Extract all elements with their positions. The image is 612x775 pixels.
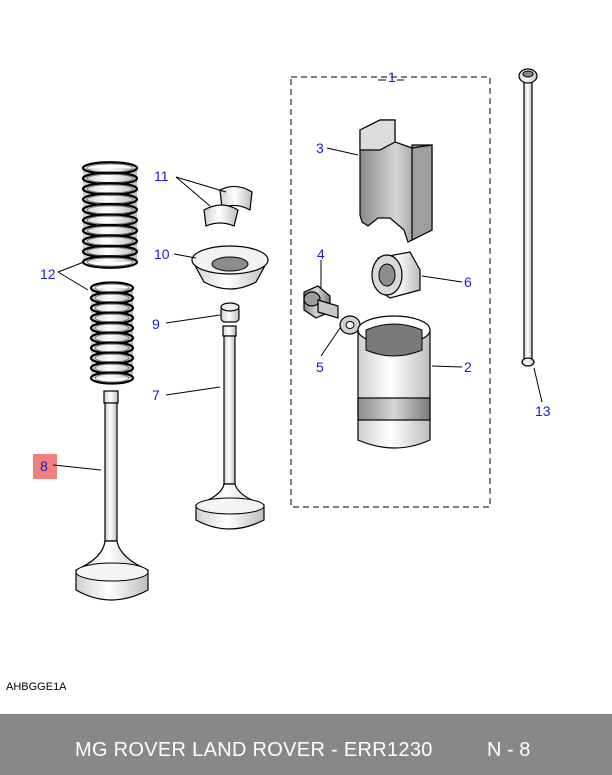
callout-2: 2 [464,359,472,375]
footer-bar [0,714,612,775]
callout-3: 3 [316,140,324,156]
footer-page-ref: N - 8 [487,739,531,761]
callouts: 1 2 3 4 5 6 7 8 9 10 11 12 13 [40,69,551,474]
valve-short [195,325,265,530]
valve-stem-seal [220,302,240,323]
callout-10: 10 [154,246,170,262]
tappet-body [357,315,431,449]
leader-lines [52,79,543,471]
exploded-parts-diagram: 1 2 3 4 5 6 7 8 9 10 11 12 13 [33,68,551,601]
roller [371,251,421,299]
sealing-washer [339,315,361,335]
kit-box-outline [290,76,491,508]
callout-11: 11 [154,168,169,184]
push-rod [518,68,538,367]
callout-1: 1 [388,69,396,85]
callout-13: 13 [535,403,551,419]
valve-collets [203,185,253,227]
callout-4: 4 [317,246,325,262]
valve-long [75,390,149,601]
valve-spring-inner [89,281,135,385]
highlight-box-8 [33,454,57,479]
callout-9: 9 [152,316,160,332]
callout-5: 5 [316,359,324,375]
spring-cap [191,245,269,290]
figure-id: AHBGGE1A [6,681,67,693]
callout-8: 8 [40,458,48,474]
locating-screw [303,285,339,319]
footer-title: MG ROVER LAND ROVER - ERR1230 [75,739,433,761]
callout-6: 6 [464,274,472,290]
callout-12: 12 [40,266,56,282]
valve-spring-outer [81,161,139,269]
callout-7: 7 [152,387,160,403]
rocker-block [359,119,433,243]
